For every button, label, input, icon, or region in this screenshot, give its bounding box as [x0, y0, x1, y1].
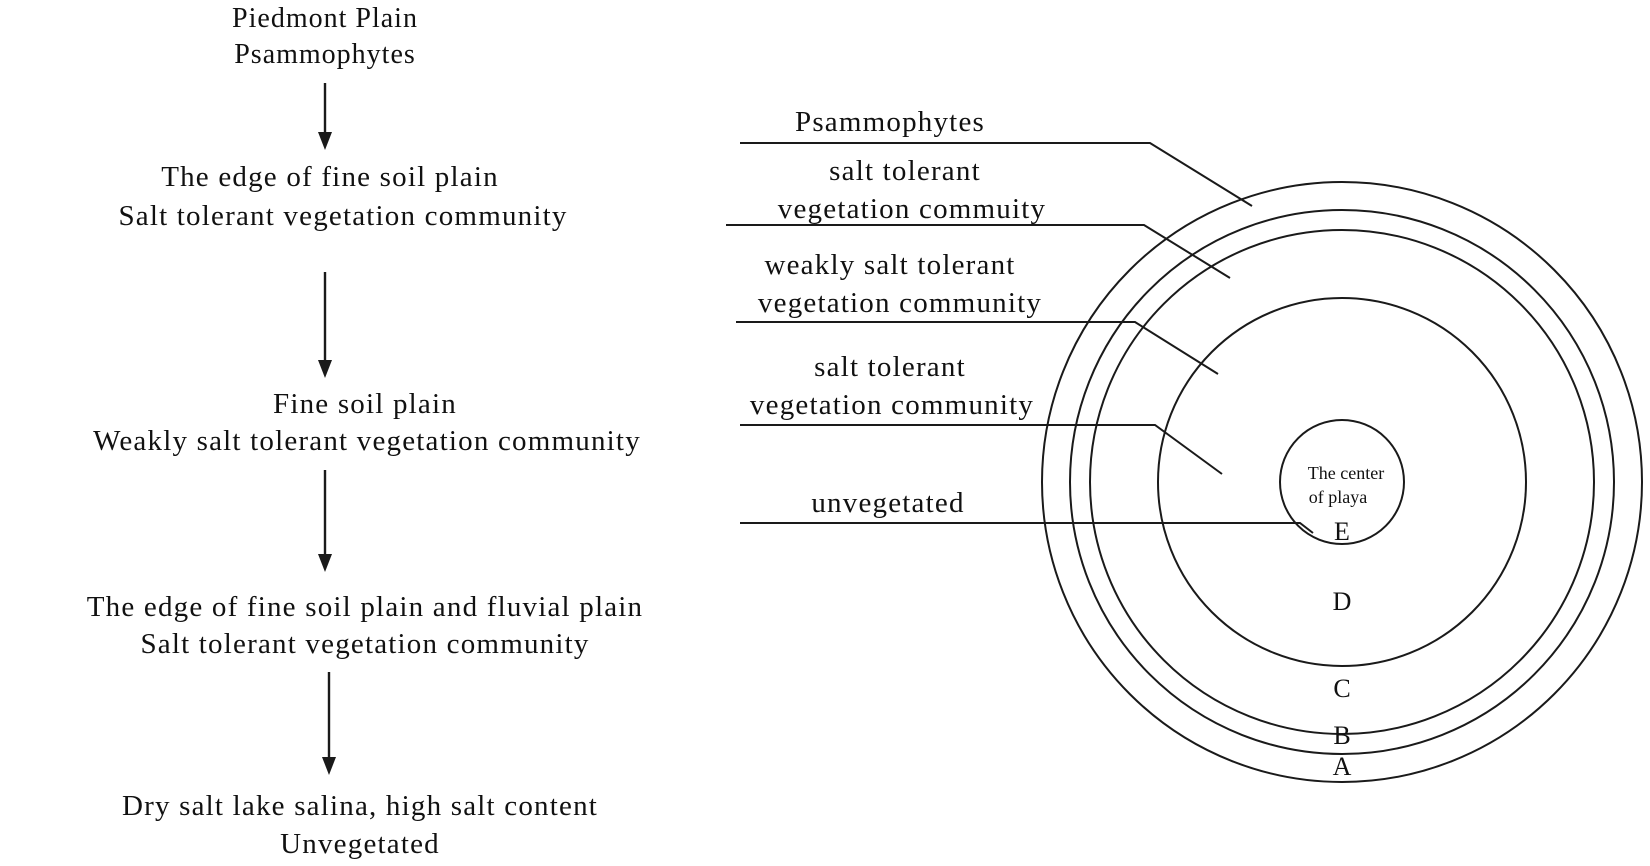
- label-unvegetated: unvegetated: [811, 487, 964, 519]
- flow-step-1-vegetation: Psammophytes: [234, 39, 416, 70]
- flow-arrow-3-head: [318, 554, 332, 572]
- label-salt-tolerant-2-line2: vegetation community: [750, 389, 1034, 421]
- leader-salt-tolerant-1: [726, 224, 1231, 279]
- center-label-line2: of playa: [1309, 487, 1367, 507]
- label-salt-tolerant-2-line1: salt tolerant: [814, 351, 966, 383]
- zone-circle-e: [1279, 419, 1405, 545]
- flow-step-5-title: Dry salt lake salina, high salt content: [122, 790, 598, 822]
- zone-circles: [1041, 181, 1643, 783]
- zone-circle-a: [1041, 181, 1643, 783]
- label-weakly-line2: vegetation community: [758, 287, 1042, 319]
- leader-weakly-salt-tolerant: [736, 321, 1219, 375]
- label-weakly-line1: weakly salt tolerant: [764, 249, 1015, 281]
- zone-letter-c: C: [1333, 674, 1350, 703]
- label-psammophytes: Psammophytes: [795, 106, 985, 138]
- flow-chart: Piedmont Plain Psammophytes The edge of …: [87, 3, 644, 860]
- leader-salt-tolerant-2: [740, 424, 1223, 475]
- flow-step-3-title: Fine soil plain: [273, 388, 457, 420]
- zone-letters: E D C B A: [1333, 517, 1352, 781]
- flow-step-5-vegetation: Unvegetated: [280, 828, 440, 860]
- playa-center-label: The center of playa: [1308, 463, 1384, 507]
- flow-arrow-2-head: [318, 360, 332, 378]
- flow-step-4-vegetation: Salt tolerant vegetation community: [140, 628, 589, 660]
- zone-labels: Psammophytes salt tolerant vegetation co…: [750, 106, 1046, 519]
- flow-step-4-title: The edge of fine soil plain and fluvial …: [87, 591, 644, 623]
- zone-letter-e: E: [1334, 517, 1350, 546]
- label-salt-tolerant-1-line2: vegetation commuity: [778, 193, 1046, 225]
- zone-circle-b: [1069, 209, 1615, 755]
- flow-step-2-title: The edge of fine soil plain: [161, 161, 499, 193]
- flow-step-2-vegetation: Salt tolerant vegetation community: [118, 200, 567, 232]
- zone-letter-a: A: [1333, 752, 1352, 781]
- flow-arrow-4-head: [322, 757, 336, 775]
- zone-letter-b: B: [1333, 721, 1350, 750]
- leader-psammophytes: [740, 142, 1253, 207]
- leader-lines: [726, 142, 1314, 534]
- zone-circle-d: [1157, 297, 1527, 667]
- center-label-line1: The center: [1308, 463, 1384, 483]
- leader-unvegetated: [740, 522, 1314, 534]
- zone-circle-c: [1089, 229, 1595, 735]
- zone-letter-d: D: [1333, 587, 1352, 616]
- flow-step-3-vegetation: Weakly salt tolerant vegetation communit…: [93, 425, 641, 457]
- label-salt-tolerant-1-line1: salt tolerant: [829, 155, 981, 187]
- flow-step-1-title: Piedmont Plain: [232, 3, 418, 34]
- flow-arrow-1-head: [318, 132, 332, 150]
